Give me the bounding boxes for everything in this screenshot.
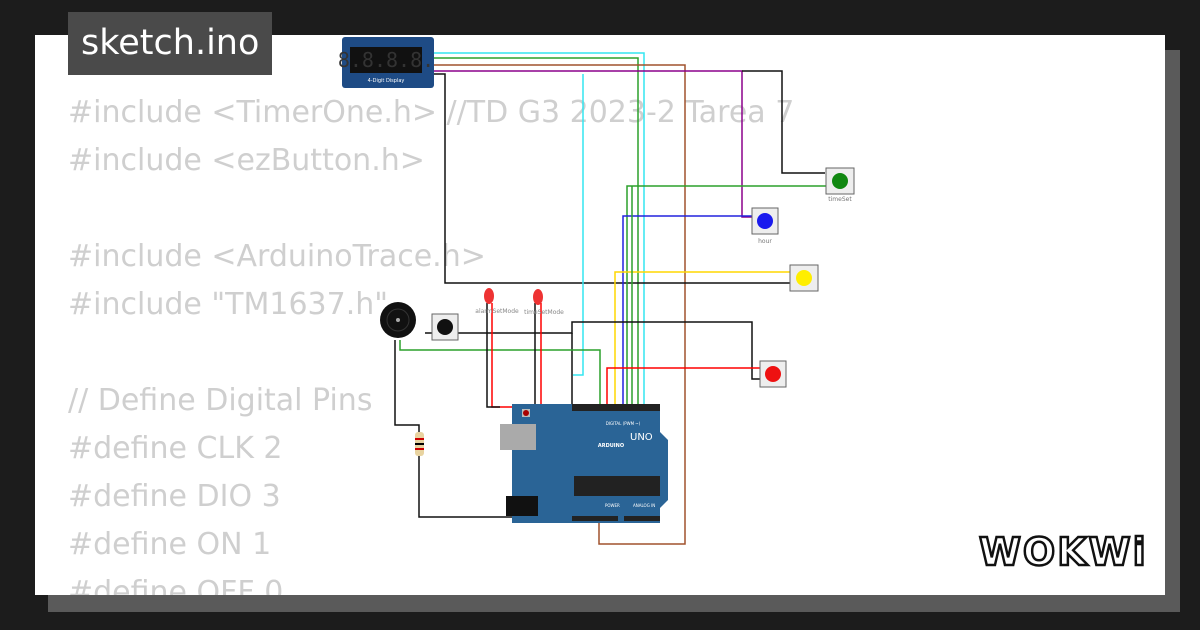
code-line: #include <ezButton.h> (68, 143, 425, 178)
board-brand: ARDUINO (598, 443, 624, 449)
button-timeset[interactable]: timeSet (825, 167, 855, 203)
code-line: #define ON 1 (68, 527, 272, 562)
wire-green-buzzer (399, 340, 601, 405)
4-digit-display[interactable]: 8.8.8.8. 4-Digit Display (338, 37, 434, 88)
wires (394, 52, 826, 545)
wire-cyan (432, 52, 645, 405)
button-red[interactable] (759, 360, 787, 388)
wire-black-gnd (432, 73, 790, 284)
board-digital-label: DIGITAL (PWM ~) (606, 421, 641, 426)
button-yellow[interactable] (789, 264, 819, 292)
code-line: // Define Digital Pins (68, 383, 373, 418)
wire-purple (432, 70, 752, 218)
resistor (415, 432, 424, 456)
led-time: timeSetMode (524, 289, 564, 316)
wire-black-buzzer (394, 340, 520, 518)
wokwi-logo: WOKWi (975, 525, 1150, 579)
svg-text:WOKWi: WOKWi (979, 530, 1148, 574)
wire-blue (622, 215, 752, 405)
wire-red-btn (606, 367, 760, 405)
board-model: UNO (630, 432, 653, 443)
board-power-label: POWER (605, 503, 620, 508)
button-black[interactable] (431, 313, 459, 341)
led-alarm: alarmSetMode (475, 288, 519, 315)
buzzer (380, 302, 416, 338)
button-timeset-label: timeSet (828, 196, 852, 203)
code-background: #include <TimerOne.h> //TD G3 2023-2 Tar… (68, 89, 794, 595)
wire-green (432, 57, 639, 405)
wire-cyan2 (573, 74, 584, 376)
wire-black-btn (425, 321, 760, 380)
led-time-label: timeSetMode (524, 309, 564, 316)
board-analog-label: ANALOG IN (633, 503, 655, 508)
display-digits: 8.8.8.8. (338, 48, 434, 72)
arduino-uno[interactable]: DIGITAL (PWM ~) ARDUINO UNO POWER ANALOG… (500, 404, 668, 523)
code-line: #define OFF 0 (68, 575, 284, 595)
code-line: #define DIO 3 (68, 479, 281, 514)
wokwi-logo-icon: WOKWi (978, 529, 1148, 576)
file-title: sketch.ino (68, 12, 273, 75)
button-hour[interactable]: hour (751, 207, 779, 245)
code-line: #include <ArduinoTrace.h> (68, 239, 486, 274)
wire-black-led1 (486, 303, 500, 408)
button-hour-label: hour (758, 238, 772, 245)
led-alarm-label: alarmSetMode (475, 308, 519, 315)
code-line: #include "TM1637.h" (68, 287, 389, 322)
wire-black-top (742, 70, 825, 174)
wire-green2 (626, 185, 826, 405)
wire-brown (432, 64, 686, 545)
wire-yellow (614, 271, 790, 405)
preview-panel: #include <TimerOne.h> //TD G3 2023-2 Tar… (35, 35, 1165, 595)
display-label: 4-Digit Display (368, 78, 405, 84)
code-line: #define CLK 2 (68, 431, 283, 466)
code-line: #include <TimerOne.h> //TD G3 2023-2 Tar… (68, 95, 795, 130)
